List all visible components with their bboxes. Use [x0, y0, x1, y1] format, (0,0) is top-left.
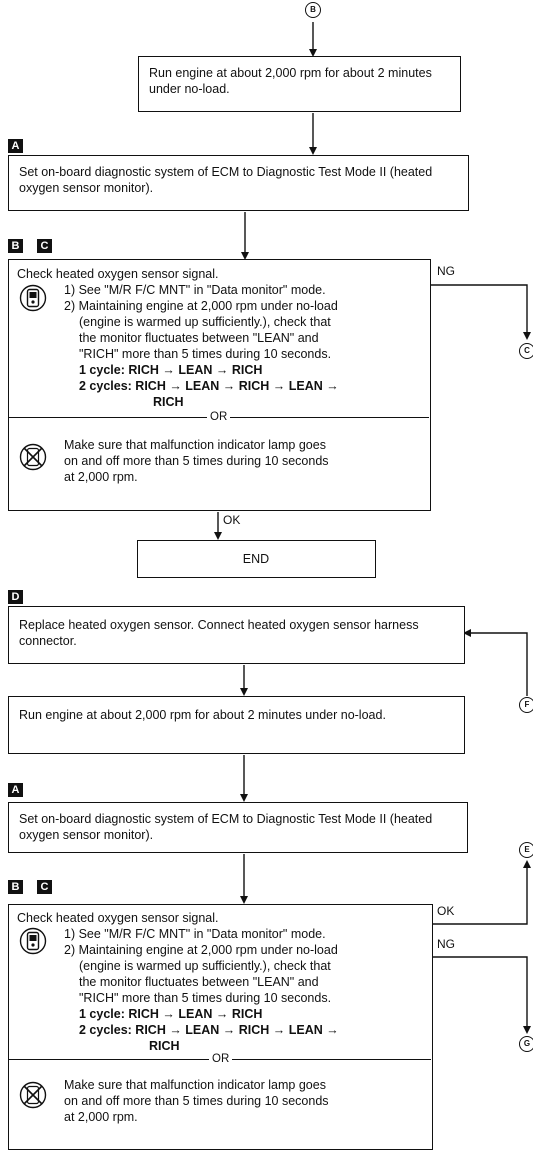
- cycle-2-text: 2 cycles: RICH → LEAN → RICH → LEAN →: [79, 379, 339, 393]
- tag-d-badge: D: [8, 590, 23, 604]
- run-engine-box: Run engine at about 2,000 rpm for about …: [138, 56, 461, 112]
- connector-f-in: F: [519, 697, 533, 713]
- check-step-2-line-4-2: "RICH" more than 5 times during 10 secon…: [79, 991, 332, 1005]
- cycle-2-text-2: 2 cycles: RICH → LEAN → RICH → LEAN →: [79, 1023, 339, 1037]
- end-text: END: [242, 552, 270, 566]
- check-sensor-box-2: Check heated oxygen sensor signal. 1) Se…: [8, 904, 433, 1150]
- tag-a-badge-2: A: [8, 783, 23, 797]
- check-title-2: Check heated oxygen sensor signal.: [17, 911, 219, 925]
- cycle-1-text: 1 cycle: RICH → LEAN → RICH: [79, 363, 263, 377]
- ok-label-1: OK: [223, 513, 241, 527]
- set-ecm-text: Set on-board diagnostic system of ECM to…: [19, 165, 433, 195]
- check-step-2-line-4: "RICH" more than 5 times during 10 secon…: [79, 347, 332, 361]
- check-step-2-line-3-2: the monitor fluctuates between "LEAN" an…: [79, 975, 319, 989]
- check-step-2-line-2-2: (engine is warmed up sufficiently.), che…: [79, 959, 331, 973]
- tag-b-badge: B: [8, 239, 23, 253]
- arrow-ng-to-c: [430, 284, 531, 340]
- check-title: Check heated oxygen sensor signal.: [17, 267, 219, 281]
- set-ecm-box-2: Set on-board diagnostic system of ECM to…: [8, 802, 468, 853]
- check-step-2-line-3: the monitor fluctuates between "LEAN" an…: [79, 331, 319, 345]
- check-step-1-2: 1) See "M/R F/C MNT" in "Data monitor" m…: [64, 927, 326, 941]
- or-label-2: OR: [209, 1053, 233, 1065]
- connector-g-out: G: [519, 1036, 533, 1052]
- ng-label-2: NG: [437, 937, 455, 951]
- connector-c-out: C: [519, 343, 533, 359]
- tag-c-badge: C: [37, 239, 52, 253]
- replace-sensor-text: Replace heated oxygen sensor. Connect he…: [19, 618, 419, 648]
- mil-line-3: at 2,000 rpm.: [64, 470, 138, 484]
- mil-line-3-2: at 2,000 rpm.: [64, 1110, 138, 1124]
- ok-label-2: OK: [437, 904, 455, 918]
- check-step-2-line-1: 2) Maintaining engine at 2,000 rpm under…: [64, 299, 338, 313]
- end-box: END: [137, 540, 376, 578]
- cycle-1-text-2: 1 cycle: RICH → LEAN → RICH: [79, 1007, 263, 1021]
- arrow-f-to-replace: [463, 629, 528, 696]
- check-step-2-line-1-2: 2) Maintaining engine at 2,000 rpm under…: [64, 943, 338, 957]
- arrow-ng-to-g: [432, 956, 531, 1034]
- check-sensor-box: Check heated oxygen sensor signal. 1) Se…: [8, 259, 431, 511]
- tag-c-badge-2: C: [37, 880, 52, 894]
- no-tool-icon: [19, 443, 47, 471]
- check-step-2-line-2: (engine is warmed up sufficiently.), che…: [79, 315, 331, 329]
- run-engine-text-2: Run engine at about 2,000 rpm for about …: [19, 708, 386, 722]
- connector-b-in: B: [305, 2, 321, 18]
- or-label: OR: [207, 411, 231, 423]
- mil-line-1: Make sure that malfunction indicator lam…: [64, 438, 326, 452]
- run-engine-text: Run engine at about 2,000 rpm for about …: [149, 66, 432, 96]
- mil-line-2-2: on and off more than 5 times during 10 s…: [64, 1094, 329, 1108]
- mil-line-1-2: Make sure that malfunction indicator lam…: [64, 1078, 326, 1092]
- mil-line-2: on and off more than 5 times during 10 s…: [64, 454, 329, 468]
- arrow-ok-to-e: [432, 860, 531, 925]
- tag-b-badge-2: B: [8, 880, 23, 894]
- replace-sensor-box: Replace heated oxygen sensor. Connect he…: [8, 606, 465, 664]
- check-step-1: 1) See "M/R F/C MNT" in "Data monitor" m…: [64, 283, 326, 297]
- connector-e-out: E: [519, 842, 533, 858]
- consult-tool-icon-2: [19, 927, 47, 955]
- no-tool-icon-2: [19, 1081, 47, 1109]
- tag-a-badge: A: [8, 139, 23, 153]
- set-ecm-text-2: Set on-board diagnostic system of ECM to…: [19, 812, 433, 842]
- cycle-2-end-text-2: RICH: [149, 1039, 180, 1053]
- consult-tool-icon: [19, 284, 47, 312]
- run-engine-box-2: Run engine at about 2,000 rpm for about …: [8, 696, 465, 754]
- set-ecm-box: Set on-board diagnostic system of ECM to…: [8, 155, 469, 211]
- ng-label-1: NG: [437, 264, 455, 278]
- cycle-2-end-text: RICH: [153, 395, 184, 409]
